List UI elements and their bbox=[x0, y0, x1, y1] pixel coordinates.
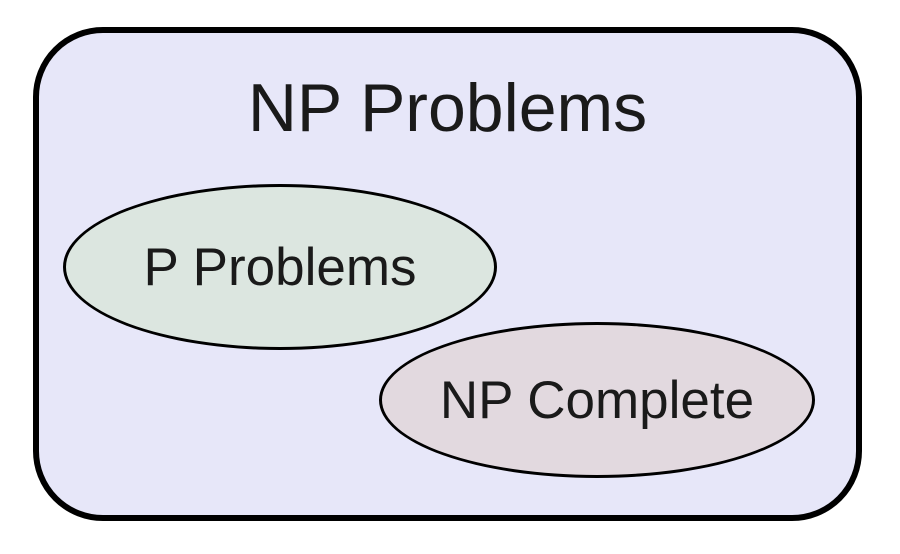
np-complete-ellipse: NP Complete bbox=[379, 322, 815, 478]
np-problems-label: NP Problems bbox=[247, 70, 648, 146]
np-complete-label: NP Complete bbox=[439, 370, 755, 430]
p-problems-label: P Problems bbox=[143, 237, 417, 297]
p-problems-ellipse: P Problems bbox=[63, 184, 497, 350]
